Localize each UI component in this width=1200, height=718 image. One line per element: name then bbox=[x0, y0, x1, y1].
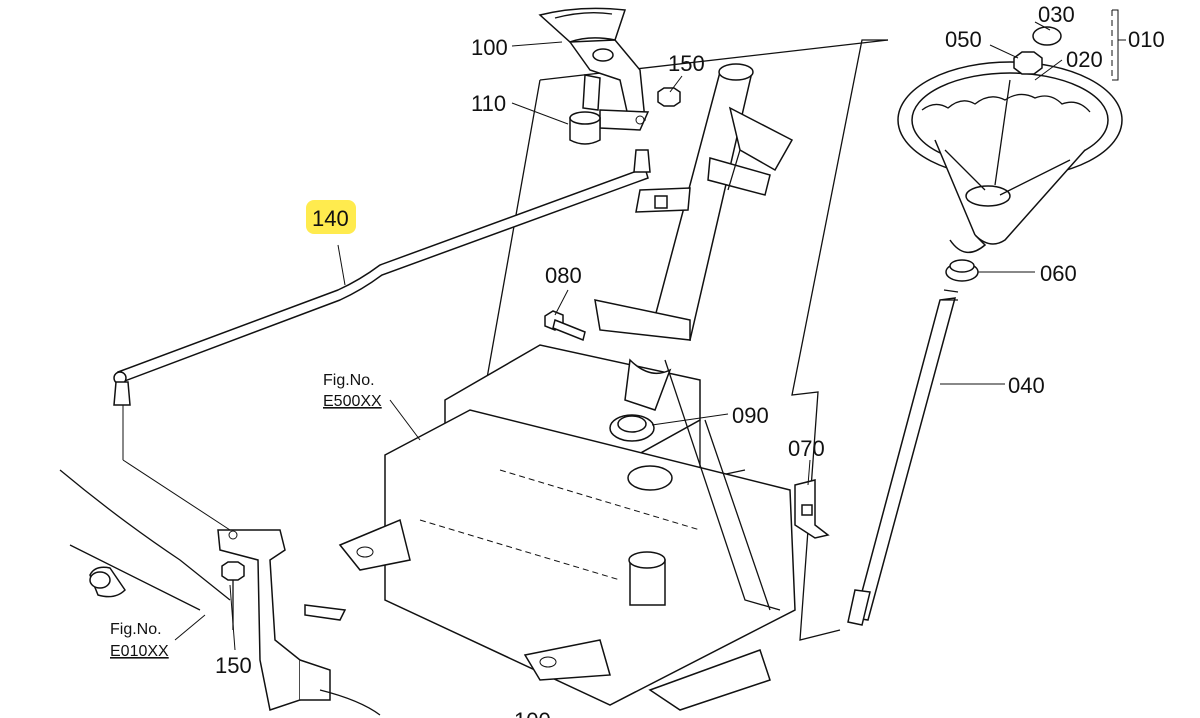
column-bracket bbox=[594, 299, 781, 611]
steering-column bbox=[635, 63, 794, 341]
steering-wheel bbox=[897, 61, 1123, 254]
bearing-090 bbox=[609, 414, 655, 442]
frame-base bbox=[338, 344, 796, 711]
callout-100: 100 bbox=[471, 35, 508, 60]
steering-rod-140 bbox=[113, 149, 651, 531]
callout-080: 080 bbox=[545, 263, 582, 288]
nut-150-top bbox=[657, 87, 681, 107]
callout-150-bottom: 150 bbox=[215, 653, 252, 678]
left-frame bbox=[59, 469, 381, 716]
figure-ref-e010: Fig.No. E010XX bbox=[110, 621, 169, 660]
callout-labels: 010 020 030 050 060 040 070 080 090 100 … bbox=[215, 2, 1165, 718]
leader-lines bbox=[174, 9, 1126, 651]
steering-bushing bbox=[945, 259, 979, 282]
callout-150-top: 150 bbox=[668, 51, 705, 76]
callout-040: 040 bbox=[1008, 373, 1045, 398]
figure-ref-label: Fig.No. bbox=[110, 621, 162, 638]
callout-030: 030 bbox=[1038, 2, 1075, 27]
callout-090: 090 bbox=[732, 403, 769, 428]
steering-wheel-cap bbox=[1013, 26, 1062, 75]
callout-050: 050 bbox=[945, 27, 982, 52]
bracket-070 bbox=[794, 479, 830, 539]
callout-110: 110 bbox=[471, 91, 506, 116]
callout-070: 070 bbox=[788, 436, 825, 461]
pedal-lever bbox=[538, 7, 650, 131]
callout-100-cut: 100 bbox=[514, 708, 551, 718]
bolt-080 bbox=[544, 310, 586, 342]
callout-010: 010 bbox=[1128, 27, 1165, 52]
callout-140: 140 bbox=[312, 206, 349, 231]
figure-ref-label: Fig.No. bbox=[323, 372, 375, 389]
bushing-110 bbox=[569, 111, 601, 145]
figure-ref-code: E500XX bbox=[323, 393, 382, 410]
callout-060: 060 bbox=[1040, 261, 1077, 286]
figure-ref-e500: Fig.No. E500XX bbox=[323, 372, 382, 410]
callout-020: 020 bbox=[1066, 47, 1103, 72]
break-line-right bbox=[791, 39, 888, 641]
highlight-140 bbox=[306, 200, 356, 234]
steering-arm bbox=[217, 529, 347, 711]
figure-ref-code: E010XX bbox=[110, 643, 169, 660]
steering-shaft bbox=[847, 289, 959, 626]
